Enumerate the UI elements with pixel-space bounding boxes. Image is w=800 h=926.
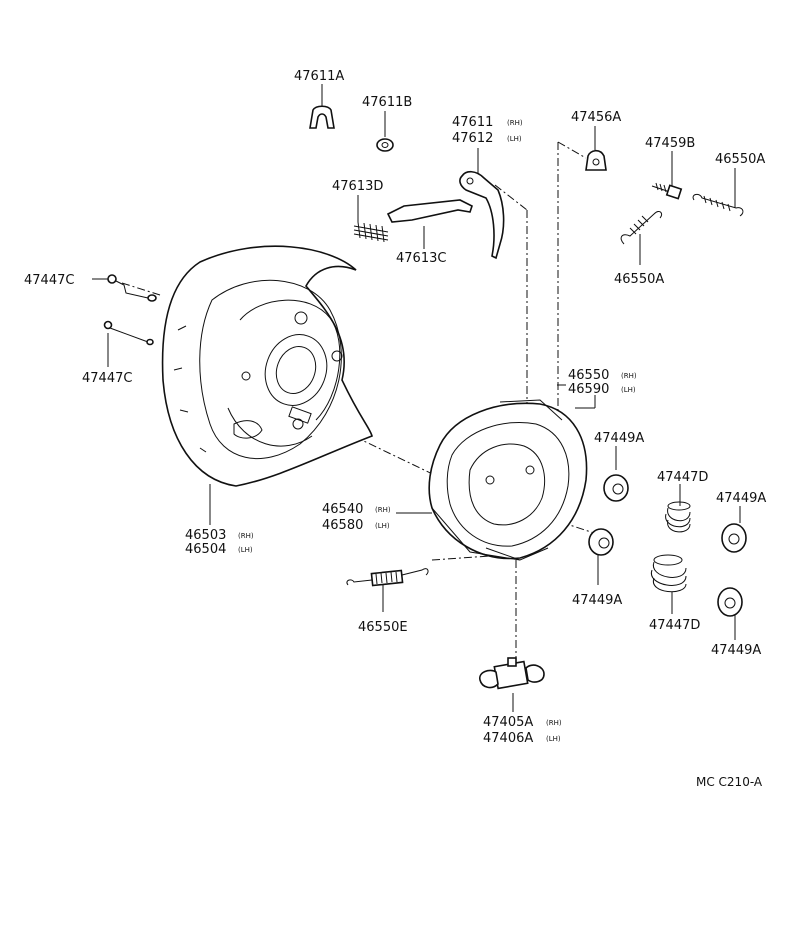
label-46504-side: (LH) xyxy=(238,546,253,554)
backing-plate xyxy=(161,245,373,487)
label-47611B: 47611B xyxy=(362,95,412,110)
label-46550A-top: 46550A xyxy=(715,152,765,167)
label-46550A-mid: 46550A xyxy=(614,272,664,287)
part-47611-lever xyxy=(459,170,505,260)
label-46590-side: (LH) xyxy=(621,386,636,394)
part-46550E-adjuster xyxy=(346,568,429,587)
part-47447D-spring-1 xyxy=(665,501,691,533)
part-46550A-spring-mid xyxy=(620,211,663,245)
label-46540-side: (RH) xyxy=(375,506,391,514)
part-47611A-clip xyxy=(309,105,335,129)
label-47611A: 47611A xyxy=(294,69,344,84)
label-47406A: 47406A xyxy=(483,731,533,746)
label-46540: 46540 xyxy=(322,502,363,517)
label-47459B: 47459B xyxy=(645,136,695,151)
part-47447C-pin-bottom xyxy=(103,320,154,346)
label-47611-side: (RH) xyxy=(507,119,523,127)
label-46550: 46550 xyxy=(568,368,609,383)
label-47611: 47611 xyxy=(452,115,493,130)
diagram-code: MC C210-A xyxy=(696,775,763,789)
brake-shoe-assembly xyxy=(428,399,588,561)
part-47447C-pin-top xyxy=(107,274,157,302)
label-46550E: 46550E xyxy=(358,620,408,635)
part-47449A-cup-2 xyxy=(721,523,747,553)
label-47447C-bottom: 47447C xyxy=(82,371,132,386)
label-47456A: 47456A xyxy=(571,110,621,125)
label-47613C: 47613C xyxy=(396,251,446,266)
part-47405A-wheel-cylinder xyxy=(479,657,545,690)
label-46580-side: (LH) xyxy=(375,522,390,530)
label-47449A-1: 47449A xyxy=(594,431,644,446)
label-47447D-2: 47447D xyxy=(649,618,700,633)
label-47612: 47612 xyxy=(452,131,493,146)
part-46550A-spring-top xyxy=(692,193,744,217)
part-47456A-plate xyxy=(585,149,607,171)
label-47405A: 47405A xyxy=(483,715,533,730)
part-47613D-spring xyxy=(353,221,389,243)
part-47449A-cup-4 xyxy=(717,587,743,617)
label-47612-side: (LH) xyxy=(507,135,522,143)
label-47449A-2: 47449A xyxy=(716,491,766,506)
label-47449A-3: 47449A xyxy=(572,593,622,608)
label-47449A-4: 47449A xyxy=(711,643,761,658)
leader-lines xyxy=(92,84,741,712)
label-47406A-side: (LH) xyxy=(546,735,561,743)
label-47447D-1: 47447D xyxy=(657,470,708,485)
part-labels: 47611A 47611B 47611 (RH) 47612 (LH) 4745… xyxy=(24,69,766,789)
label-47447C-top: 47447C xyxy=(24,273,74,288)
label-46580: 46580 xyxy=(322,518,363,533)
label-46590: 46590 xyxy=(568,382,609,397)
label-47405A-side: (RH) xyxy=(546,719,562,727)
part-47613C-strut xyxy=(386,199,473,223)
part-47447D-spring-2 xyxy=(651,554,687,593)
label-46504: 46504 xyxy=(185,542,226,557)
part-47611B-washer xyxy=(376,138,394,152)
part-47449A-cup-3 xyxy=(588,528,614,556)
label-46503: 46503 xyxy=(185,528,226,543)
label-47613D: 47613D xyxy=(332,179,383,194)
label-46503-side: (RH) xyxy=(238,532,254,540)
part-47449A-cup-1 xyxy=(603,474,629,502)
label-46550-side: (RH) xyxy=(621,372,637,380)
part-47459B-pin xyxy=(651,182,683,200)
